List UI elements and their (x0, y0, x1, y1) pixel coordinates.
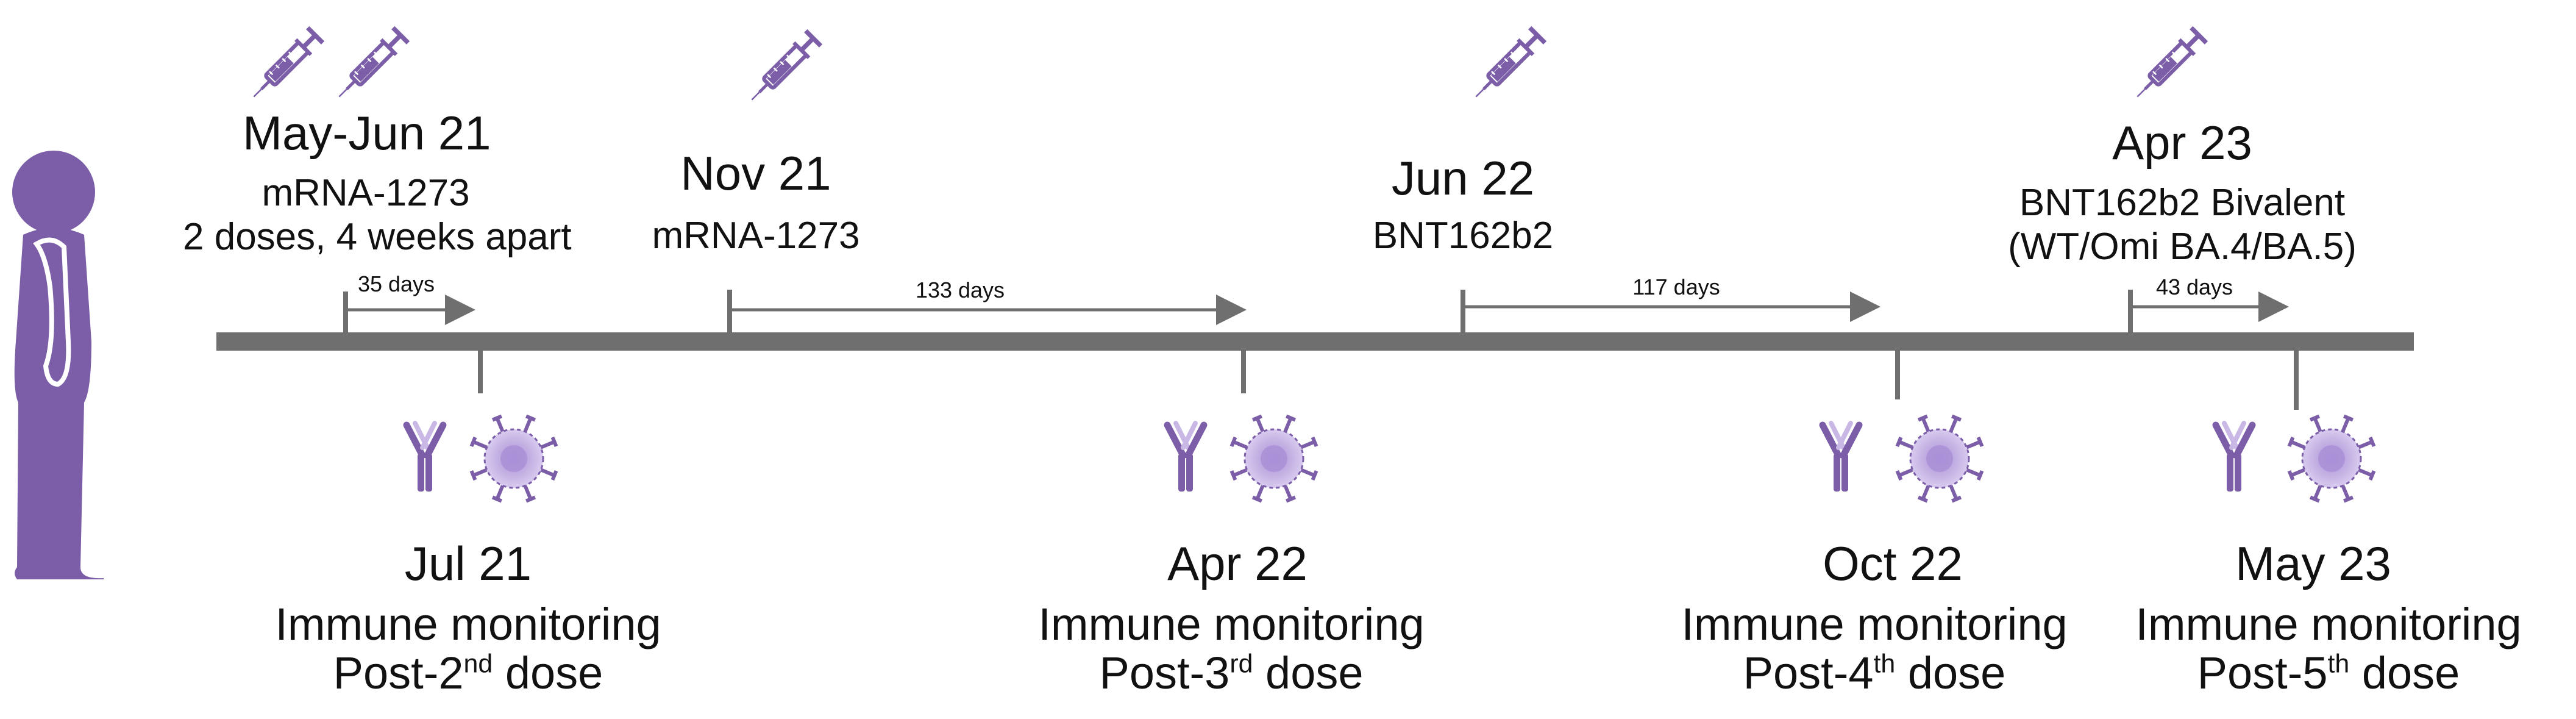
t-cell-icon (469, 414, 558, 503)
monitoring-markers (478, 351, 2299, 410)
vaccination-date-4: Apr 23 (2112, 116, 2252, 170)
syringe-icon (1475, 26, 1547, 98)
dose-suffix: dose (493, 648, 603, 698)
monitoring-title-3: Immune monitoring (1681, 599, 2068, 649)
syringe-icon (2137, 26, 2208, 98)
antibody-icon (403, 421, 447, 492)
dose-prefix: Post-5 (2197, 648, 2328, 698)
interval-label-3: 117 days (1632, 274, 1720, 299)
syringe-icon (751, 29, 823, 101)
monitoring-title-1: Immune monitoring (275, 599, 661, 649)
syringe-icons (253, 26, 2208, 101)
interval-arrowhead-3 (1850, 292, 1880, 322)
monitoring-dose-3: Post-4th dose (1631, 646, 2118, 699)
dose-prefix: Post-2 (333, 648, 464, 698)
t-cell-icon (1229, 414, 1318, 503)
ordinal-suffix: th (2327, 649, 2350, 679)
syringe-icon (253, 26, 325, 98)
timeline-axis (216, 332, 2414, 351)
monitoring-title-2: Immune monitoring (1038, 599, 1425, 649)
monitoring-dose-4: Post-5th dose (2085, 646, 2572, 699)
monitoring-date-4: May 23 (2235, 537, 2391, 590)
vaccination-date-2: Nov 21 (680, 146, 831, 200)
vaccine-name-4: BNT162b2 Bivalent (2019, 182, 2346, 224)
vaccination-date-1: May-Jun 21 (243, 106, 491, 160)
antibody-icon (2212, 421, 2256, 492)
interval-arrowhead-1 (445, 295, 475, 325)
t-cell-icon (1895, 414, 1984, 503)
dose-prefix: Post-4 (1743, 648, 1874, 698)
monitoring-dose-2: Post-3rd dose (987, 646, 1475, 699)
dose-suffix: dose (1895, 648, 2006, 698)
person-icon (12, 151, 104, 579)
antibody-icon (1819, 421, 1863, 492)
interval-arrowhead-2 (1216, 295, 1247, 325)
syringe-icon (338, 26, 410, 98)
vaccine-name-3: BNT162b2 (1372, 215, 1554, 257)
interval-label-2: 133 days (915, 277, 1005, 302)
monitoring-dose-1: Post-2nd dose (224, 646, 712, 699)
interval-arrowhead-4 (2258, 292, 2289, 322)
dose-suffix: dose (1253, 648, 1364, 698)
vaccination-date-3: Jun 22 (1391, 151, 1535, 205)
ordinal-suffix: th (1873, 649, 1896, 679)
vaccine-name-1: mRNA-1273 (262, 172, 470, 214)
vaccine-schedule-1: 2 doses, 4 weeks apart (183, 216, 572, 258)
ordinal-suffix: nd (463, 649, 493, 679)
vaccination-markers (343, 290, 2289, 332)
monitoring-title-4: Immune monitoring (2135, 599, 2522, 649)
antibody-icon (1164, 421, 1208, 492)
vaccine-antigen-4: (WT/Omi BA.4/BA.5) (2008, 226, 2357, 268)
monitoring-date-2: Apr 22 (1167, 537, 1308, 590)
immune-icons (403, 414, 2376, 503)
vaccine-name-2: mRNA-1273 (652, 215, 860, 257)
interval-label-1: 35 days (357, 271, 435, 296)
t-cell-icon (2287, 414, 2376, 503)
ordinal-suffix: rd (1229, 649, 1253, 679)
dose-suffix: dose (2349, 648, 2460, 698)
monitoring-date-1: Jul 21 (404, 537, 532, 590)
interval-label-4: 43 days (2155, 274, 2233, 299)
monitoring-date-3: Oct 22 (1823, 537, 1963, 590)
dose-prefix: Post-3 (1099, 648, 1230, 698)
